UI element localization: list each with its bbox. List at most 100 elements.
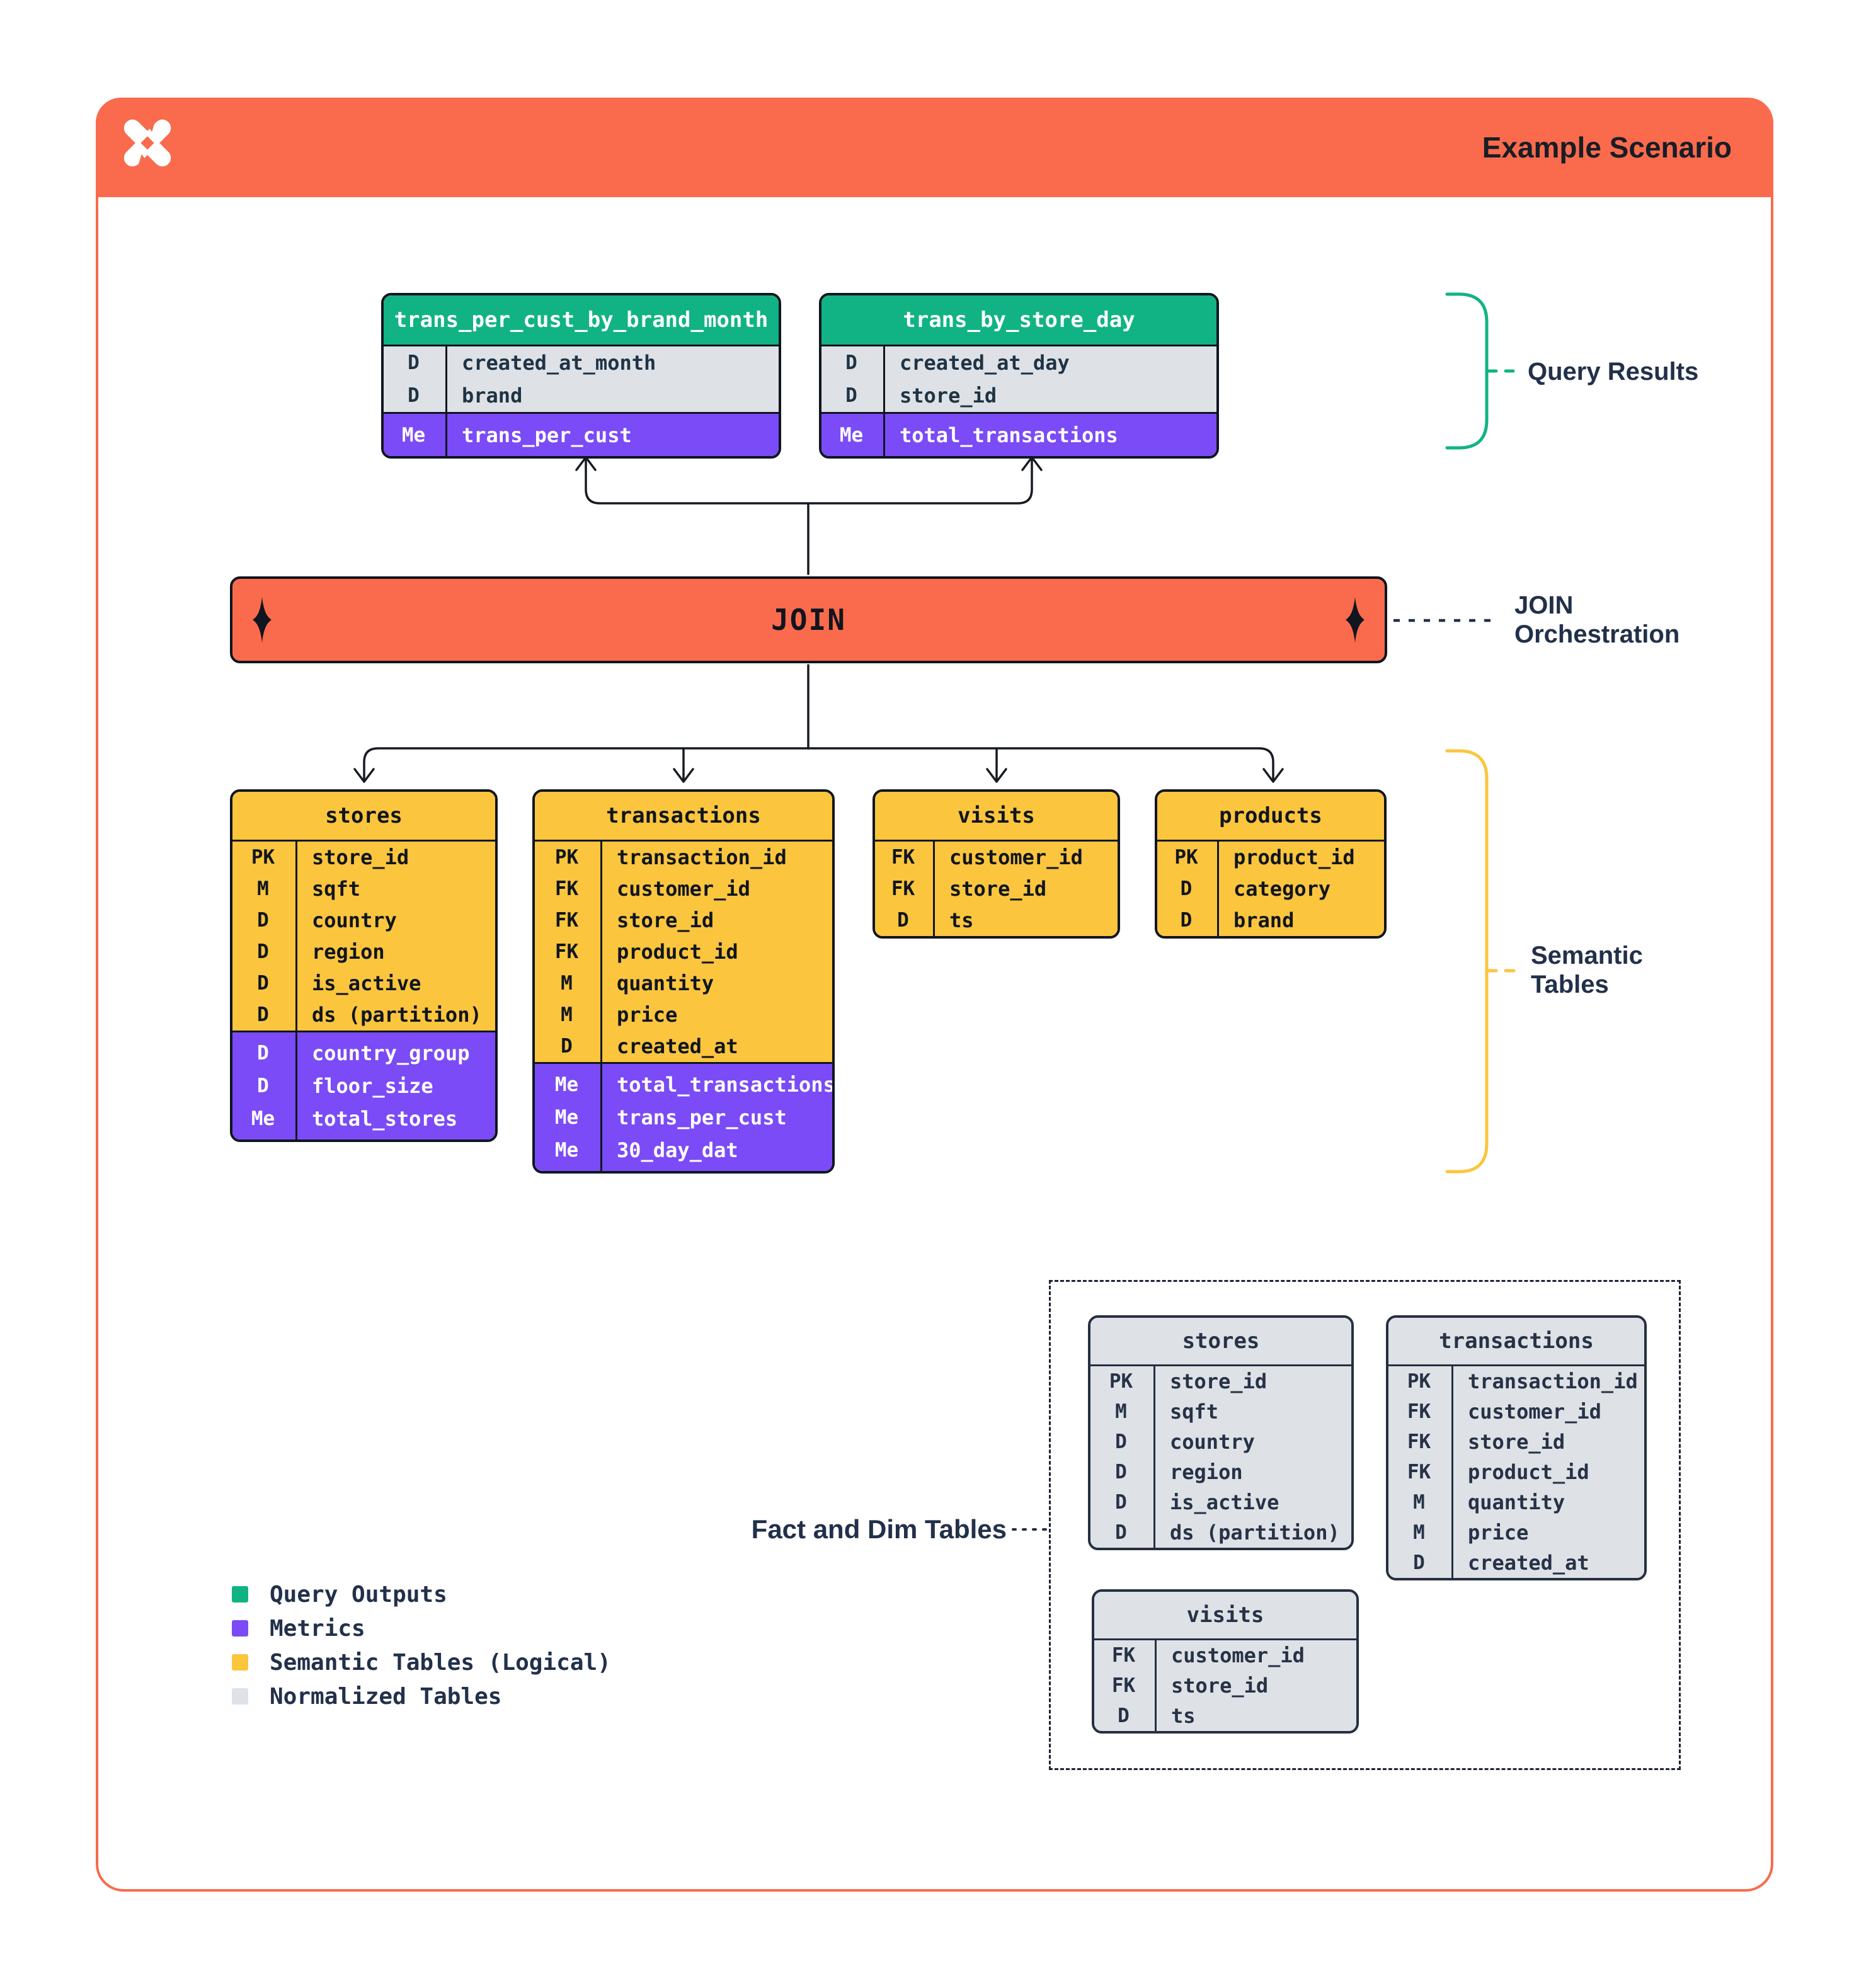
table-title: transactions <box>1388 1318 1644 1366</box>
column-name: country_group <box>312 1041 470 1065</box>
row-key-badge: M <box>1413 1491 1425 1514</box>
row-key-badge: D <box>257 1075 269 1097</box>
column-name: sqft <box>312 877 361 901</box>
column-name: floor_size <box>312 1074 433 1098</box>
table-title: products <box>1157 792 1384 842</box>
column-name: customer_id <box>1171 1643 1305 1667</box>
table-title: transactions <box>535 792 832 842</box>
row-key-badge: D <box>1413 1551 1425 1574</box>
row-key-badge: D <box>1180 877 1193 900</box>
sparkle-diamond-icon <box>253 597 272 643</box>
column-name: store_id <box>900 384 997 408</box>
row-key-badge: FK <box>891 877 915 900</box>
row-key-badge: D <box>845 384 857 407</box>
row-key-badge: D <box>257 1003 269 1026</box>
sparkle-diamond-icon <box>1346 597 1365 643</box>
row-key-badge: FK <box>554 877 579 900</box>
column-name: region <box>312 940 385 964</box>
row-key-badge: Me <box>401 423 426 447</box>
table-title: stores <box>232 792 495 842</box>
row-key-badge: M <box>257 877 269 900</box>
column-name: total_transactions <box>617 1073 835 1097</box>
column-name: country <box>1170 1430 1255 1454</box>
column-name: product_id <box>617 940 738 964</box>
column-name: store_id <box>1170 1369 1267 1393</box>
fact-dim-tables-box <box>1049 1280 1681 1770</box>
legend-item-semantic-tables: Semantic Tables (Logical) <box>232 1650 611 1676</box>
semantic-tables-label: Semantic Tables <box>1531 942 1643 998</box>
column-name: ts <box>949 908 974 932</box>
join-label: JOIN <box>771 603 846 637</box>
column-name: brand <box>1233 908 1295 932</box>
semantic-tables-swatch-icon <box>232 1654 248 1671</box>
row-key-badge: D <box>257 972 269 995</box>
column-name: category <box>1233 877 1331 901</box>
row-key-badge: PK <box>554 846 579 869</box>
query-results-label: Query Results <box>1528 358 1699 386</box>
row-key-badge: M <box>1115 1400 1127 1423</box>
legend-item-query-outputs: Query Outputs <box>232 1582 611 1608</box>
column-name: country <box>312 908 397 932</box>
column-name: price <box>1468 1521 1529 1545</box>
column-name: price <box>617 1003 678 1027</box>
column-name: is_active <box>1170 1490 1279 1514</box>
row-key-badge: D <box>257 909 269 932</box>
row-key-badge: D <box>1115 1431 1127 1453</box>
legend: Query Outputs Metrics Semantic Tables (L… <box>232 1582 611 1720</box>
column-name: store_id <box>949 877 1047 901</box>
table-title: visits <box>1094 1592 1356 1640</box>
row-key-badge: FK <box>1407 1400 1431 1423</box>
row-key-badge: Me <box>554 1139 579 1162</box>
column-name: quantity <box>617 971 714 995</box>
column-name: is_active <box>312 971 421 995</box>
table-title: trans_per_cust_by_brand_month <box>384 295 779 346</box>
row-key-badge: FK <box>1111 1674 1136 1697</box>
column-name: ds (partition) <box>1170 1521 1340 1545</box>
column-name: region <box>1170 1460 1243 1484</box>
column-name: customer_id <box>949 845 1083 869</box>
column-name: total_stores <box>312 1107 458 1131</box>
card-header: Example Scenario <box>96 98 1773 197</box>
column-name: ts <box>1171 1704 1196 1728</box>
column-name: ds (partition) <box>312 1003 482 1027</box>
column-name: created_at <box>1468 1551 1589 1575</box>
row-key-badge: FK <box>1407 1431 1431 1453</box>
row-key-badge: PK <box>1174 846 1198 869</box>
